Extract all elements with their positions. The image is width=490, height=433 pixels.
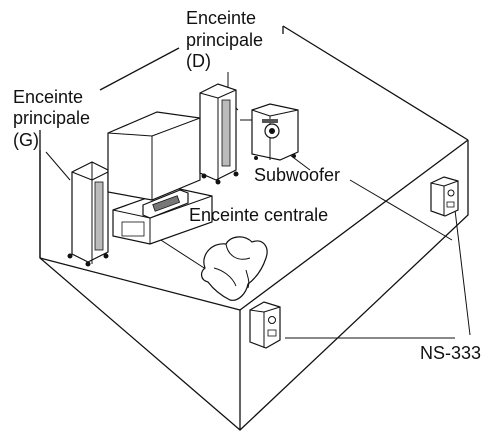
- subwoofer-label: Subwoofer: [254, 165, 340, 185]
- center-speaker-label: Enceinte centrale: [189, 205, 328, 225]
- tv-icon: [107, 111, 201, 201]
- front-right-speaker-icon: [199, 83, 239, 185]
- room-outline: [39, 25, 469, 431]
- front-left-speaker-icon: [67, 161, 109, 267]
- center-speaker-icon: [142, 189, 189, 219]
- surround-speakers-label: NS-333: [420, 343, 481, 363]
- surround-left-speaker-icon: [249, 301, 281, 349]
- subwoofer-icon: [251, 103, 299, 161]
- front-right-label-line3: (D): [186, 51, 211, 71]
- surround-right-speaker-icon: [430, 176, 459, 217]
- front-left-label-line2: principale: [13, 108, 90, 128]
- front-left-label-line3: (G): [13, 130, 39, 150]
- sofa-icon: [201, 236, 268, 301]
- front-left-label-line1: Enceinte: [13, 87, 83, 107]
- front-right-label-line1: Enceinte: [186, 8, 256, 28]
- front-right-label-line2: principale: [186, 30, 263, 50]
